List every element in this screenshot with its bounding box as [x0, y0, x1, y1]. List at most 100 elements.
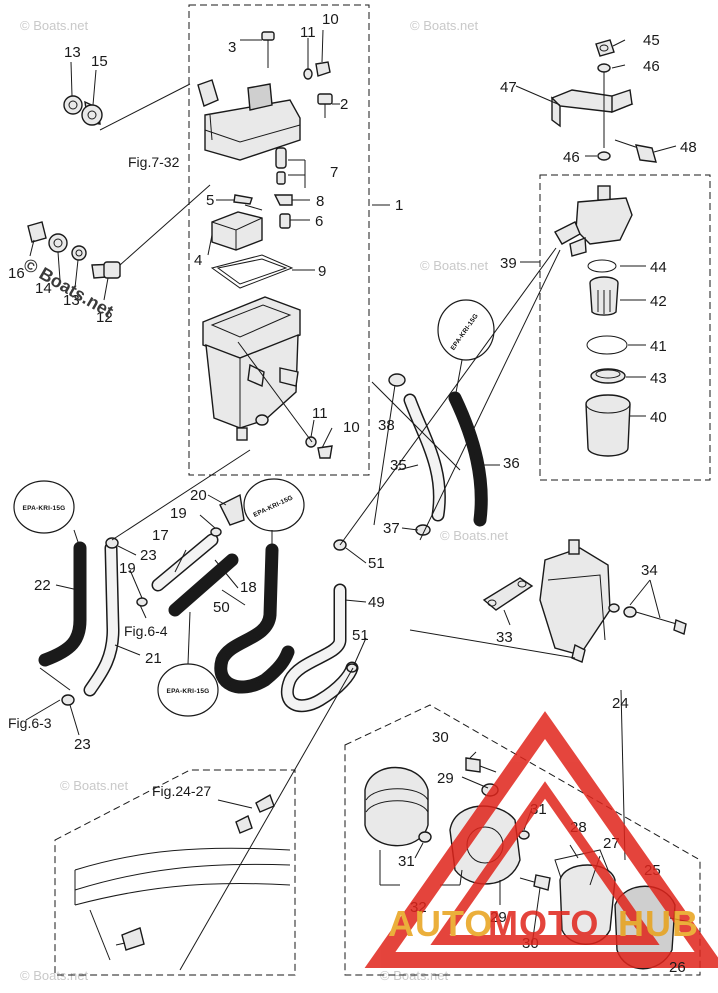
hose-36: [448, 391, 488, 527]
fuel-pump-exploded-frame: [344, 704, 701, 976]
logo-text-moto: MOTO: [488, 903, 599, 944]
part-label-19: 19: [170, 505, 187, 522]
bolts-34: [608, 603, 687, 635]
hose-21: [83, 541, 120, 697]
screw-30b: [519, 874, 551, 891]
vapor-separator-cover: [197, 79, 301, 161]
clip-5: [233, 194, 253, 205]
part-label-17: 17: [152, 527, 169, 544]
hose-22: [38, 541, 87, 667]
watermark-text: © Boats.net: [420, 258, 489, 273]
engine-block-frame: [54, 769, 296, 976]
part-label-49: 49: [368, 594, 385, 611]
hose-tag-mid-top: EPA-KRI-15G: [243, 478, 305, 532]
watermark-text: © Boats.net: [440, 528, 509, 543]
clamp-23: [105, 537, 119, 549]
hose-50: [214, 543, 295, 694]
bracket-47: [550, 89, 634, 128]
fuel-pump-24: [539, 539, 611, 663]
part-label-43: 43: [650, 370, 667, 387]
fuel-filter-frame: [539, 174, 711, 481]
vapor-separator-frame: [188, 4, 370, 476]
figure-references: Fig.7-32 Fig.6-4 Fig.6-3 Fig.24-27: [8, 154, 211, 799]
part-label-48: 48: [680, 139, 697, 156]
part-label-42: 42: [650, 293, 667, 310]
bolt-48: [614, 139, 657, 163]
hose-tag-right: EPA-KRI-15G: [437, 299, 495, 361]
screw-30: [465, 757, 497, 773]
part-label-19b: 19: [119, 560, 136, 577]
hose-18: [168, 553, 239, 617]
part-label-51b: 51: [352, 627, 369, 644]
washer-11-lower: [305, 436, 317, 448]
part-label-8: 8: [316, 193, 324, 210]
clamp-19b: [136, 597, 148, 607]
engine-block-sketch: [74, 847, 291, 961]
part-label-16: 16: [8, 265, 25, 282]
needle-valve-6: [279, 213, 291, 229]
fitting-16-12: [27, 221, 121, 279]
washer-46-lower: [597, 151, 611, 161]
float-4: [211, 204, 263, 251]
part-label-20: 20: [190, 487, 207, 504]
fig-ref-6-3: Fig.6-3: [8, 715, 52, 731]
part-label-7: 7: [330, 164, 338, 181]
watermark-text: © Boats.net: [20, 968, 89, 983]
part-label-14: 14: [35, 280, 52, 297]
tag-leader: [454, 359, 463, 399]
vapor-separator-body: [202, 296, 301, 441]
plate-33: [482, 577, 534, 611]
part-number-labels: 1 2 3 4 5 6 7 8 9 10 11 12 13 14 15 16 1…: [8, 11, 697, 952]
part-label-36: 36: [503, 455, 520, 472]
fig-ref-7-32: Fig.7-32: [128, 154, 180, 170]
logo-text-hub: HUB: [618, 903, 699, 944]
hose-17: [151, 533, 219, 592]
clamp-38: [388, 373, 406, 387]
part-label-13b: 13: [63, 292, 80, 309]
part-label-10b: 10: [343, 419, 360, 436]
logo-triangle-inner-icon: [430, 781, 660, 945]
part-label-2: 2: [340, 96, 348, 113]
hose-tag-left: EPA-KRI-15G: [13, 480, 75, 534]
part-label-10: 10: [322, 11, 339, 28]
fitting-13-15: [63, 95, 103, 126]
part-label-50: 50: [213, 599, 230, 616]
part-label-47: 47: [500, 79, 517, 96]
screw-2: [317, 93, 333, 118]
diaphragm-cover-32: [364, 766, 429, 847]
watermark-text: © Boats.net: [20, 18, 89, 33]
logo-text-auto: AUTO: [388, 903, 493, 944]
fitting-fig24: [115, 793, 275, 951]
part-label-41: 41: [650, 338, 667, 355]
part-label-29: 29: [437, 770, 454, 787]
part-label-33: 33: [496, 629, 513, 646]
part-label-11b: 11: [312, 405, 328, 422]
part-label-23b: 23: [74, 736, 91, 753]
ring-43: [590, 368, 626, 384]
part-label-40: 40: [650, 409, 667, 426]
nut-45: [595, 39, 615, 57]
tag-leader: [187, 611, 191, 665]
part-label-35: 35: [390, 457, 407, 474]
part-label-37: 37: [383, 520, 400, 537]
watermark-text: © Boats.net: [410, 18, 479, 33]
part-label-1: 1: [395, 197, 403, 214]
part-label-34: 34: [641, 562, 658, 579]
gasket-9: [210, 254, 294, 289]
washer-46: [597, 63, 611, 73]
washer-31: [418, 831, 432, 843]
page-number: 26: [669, 959, 686, 976]
part-label-15: 15: [91, 53, 108, 70]
tag-leader: [73, 529, 81, 549]
joint-7: [275, 147, 287, 185]
part-label-24: 24: [612, 695, 629, 712]
clamp-51b: [346, 663, 358, 673]
part-label-44: 44: [650, 259, 667, 276]
hose-35: [403, 393, 446, 522]
part-label-12: 12: [96, 309, 113, 326]
clamp-19: [210, 527, 222, 537]
o-ring-41: [586, 335, 628, 355]
element-42: [589, 276, 619, 316]
